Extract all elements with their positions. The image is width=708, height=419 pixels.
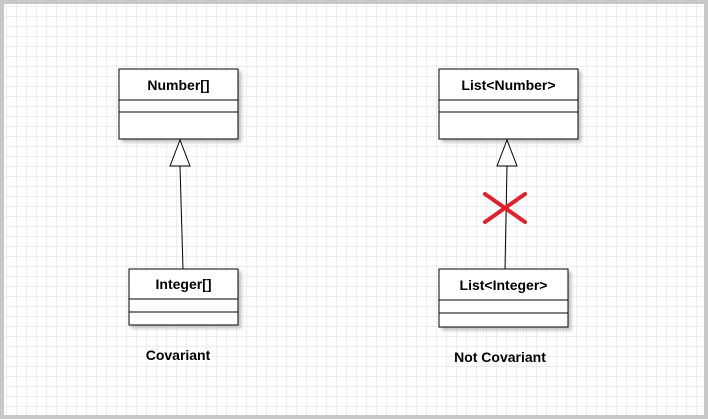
generalization-arrowhead-right — [496, 138, 518, 167]
generalization-line-right[interactable] — [504, 165, 508, 270]
class-integer-array[interactable] — [128, 268, 239, 326]
class-name-number-array: Number[] — [147, 77, 209, 93]
class-list-number[interactable] — [438, 68, 579, 140]
caption-covariant: Covariant — [146, 347, 211, 363]
generalization-line-left[interactable] — [179, 165, 184, 270]
class-number-array[interactable] — [118, 68, 239, 140]
class-name-list-integer: List<Integer> — [460, 277, 548, 293]
class-list-integer[interactable] — [438, 268, 569, 328]
caption-not-covariant: Not Covariant — [454, 349, 546, 365]
not-allowed-cross-icon — [483, 192, 527, 224]
generalization-arrowhead-left — [169, 138, 191, 167]
class-name-list-number: List<Number> — [461, 77, 555, 93]
class-name-integer-array: Integer[] — [156, 276, 212, 292]
